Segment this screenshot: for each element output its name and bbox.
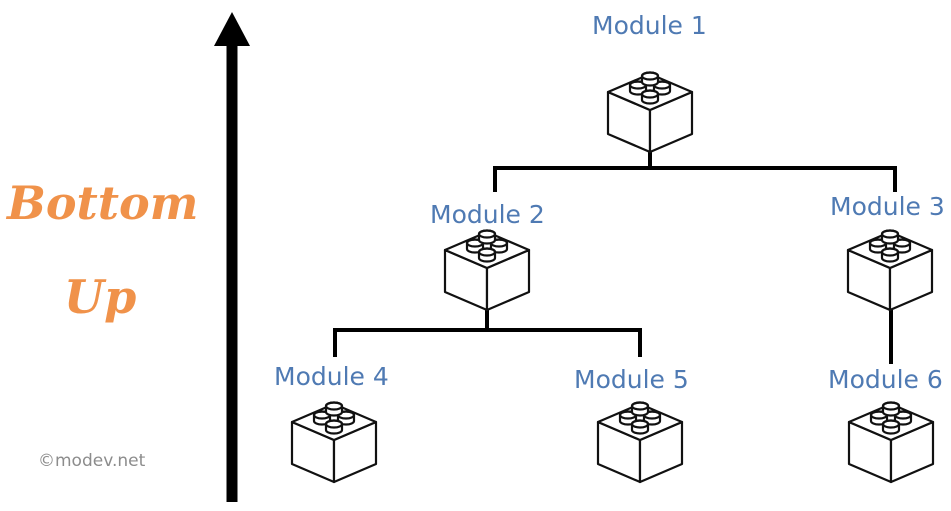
lego-brick-icon-module-3 [846, 229, 934, 312]
lego-brick-icon-module-1 [606, 71, 694, 154]
module-5-label: Module 5 [574, 365, 689, 394]
side-label-up: Up [64, 270, 137, 324]
lego-brick-icon-module-4 [290, 401, 378, 484]
connector-lines [333, 138, 897, 364]
watermark: ©modev.net [38, 451, 146, 471]
module-1-label: Module 1 [592, 11, 707, 40]
side-label-bottom: Bottom [7, 176, 199, 230]
arrow-head-icon [214, 12, 250, 46]
module-4-label: Module 4 [274, 362, 389, 391]
lego-brick-icon-module-2 [443, 229, 531, 312]
module-2-label: Module 2 [430, 200, 545, 229]
lego-brick-icon-module-6 [847, 401, 935, 484]
module-6-label: Module 6 [828, 365, 943, 394]
lego-brick-icon-module-5 [596, 401, 684, 484]
module-3-label: Module 3 [830, 192, 945, 221]
